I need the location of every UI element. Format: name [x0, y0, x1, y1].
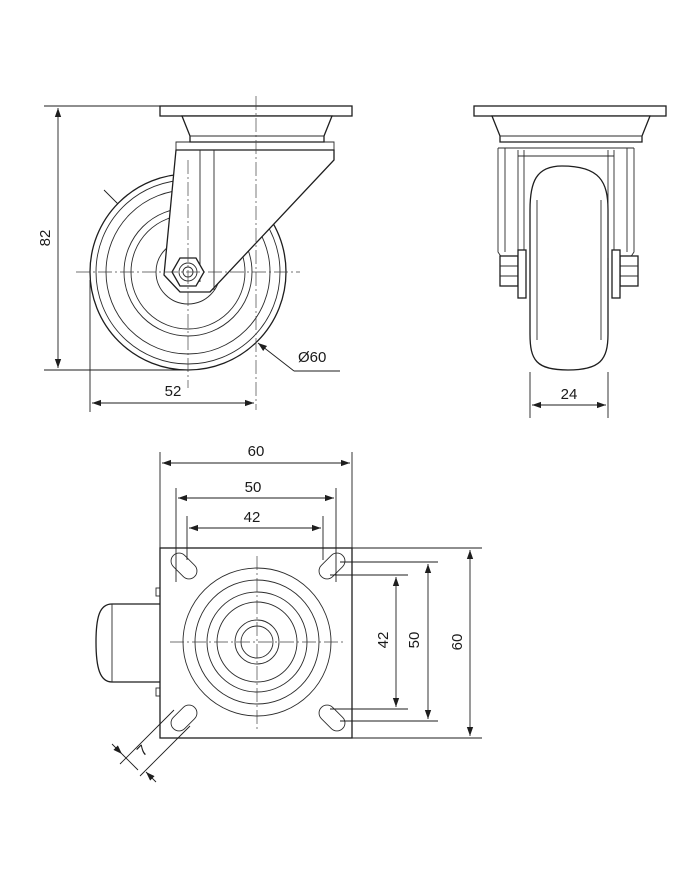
- dim-diameter: Ø60: [257, 342, 340, 372]
- dim-52: 52: [89, 280, 254, 412]
- dim-82: 82: [37, 105, 188, 371]
- front-nuts: [499, 249, 639, 299]
- side-plate: [159, 105, 353, 143]
- dim-label-top-60: 60: [248, 443, 265, 460]
- dim-top-50: 50: [175, 479, 337, 582]
- front-view: 24: [473, 105, 667, 418]
- dim-label-top-50: 50: [245, 479, 262, 496]
- dim-label-right-50: 50: [406, 632, 423, 649]
- dim-label-top-42: 42: [244, 509, 261, 526]
- dim-label-24: 24: [561, 386, 578, 403]
- dim-24: 24: [529, 372, 609, 418]
- side-view: 82 52 Ø60: [37, 96, 353, 412]
- dim-right-42: 42: [330, 574, 408, 710]
- dim-right-60: 60: [352, 547, 482, 739]
- top-view: 60 50 42 42 50: [95, 443, 482, 783]
- front-fork: [497, 147, 635, 265]
- dim-top-42: 42: [186, 509, 324, 560]
- front-wheel: [529, 165, 609, 371]
- dim-right-50: 50: [340, 561, 438, 722]
- top-plate: [159, 547, 353, 739]
- top-wheel: [95, 587, 161, 697]
- dim-label-slot-7: 7: [134, 742, 152, 760]
- dim-label-82: 82: [37, 230, 54, 247]
- mounting-slots: [170, 552, 346, 732]
- dim-label-52: 52: [165, 383, 182, 400]
- dim-label-right-60: 60: [449, 634, 466, 651]
- dim-top-60: 60: [159, 443, 353, 548]
- dim-label-diameter: Ø60: [298, 349, 326, 366]
- front-plate: [473, 105, 667, 143]
- dim-label-right-42: 42: [375, 632, 392, 649]
